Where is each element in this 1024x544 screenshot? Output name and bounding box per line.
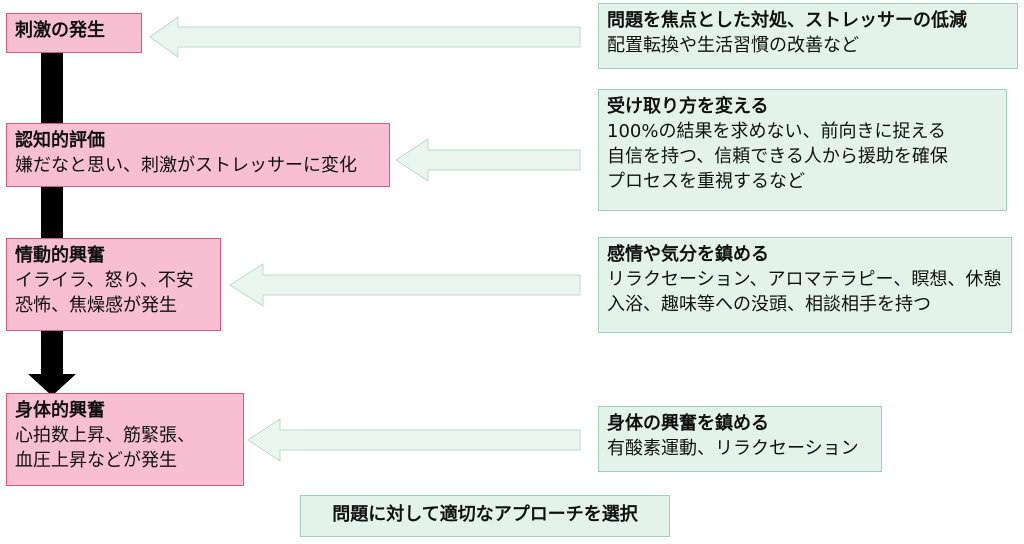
stage-stimulus: 刺激の発生 — [6, 13, 142, 53]
flow-arrow-head — [28, 374, 76, 396]
approach-desc-line: 自信を持つ、信頼できる人から援助を確保 — [607, 146, 948, 167]
approach-desc-line: プロセスを重視するなど — [607, 171, 805, 192]
approach-desc-line: 100%の結果を求めない、前向きに捉える — [607, 121, 946, 142]
approach-desc-line: 配置転換や生活習慣の改善など — [607, 35, 859, 56]
approach-problem-focused: 問題を焦点とした対処、ストレッサーの低減 配置転換や生活習慣の改善など — [598, 3, 1018, 69]
stage-desc-line: 血圧上昇などが発生 — [15, 450, 177, 471]
approach-calm-body: 身体の興奮を鎮める 有酸素運動、リラクセーション — [598, 406, 882, 472]
approach-title: 身体の興奮を鎮める — [607, 413, 769, 434]
stage-title: 身体的興奮 — [15, 400, 105, 421]
stage-desc-line: 恐怖、焦燥感が発生 — [15, 295, 177, 316]
stage-cognitive-appraisal: 認知的評価 嫌だなと思い、刺激がストレッサーに変化 — [6, 123, 390, 187]
approach-arrow-2 — [395, 138, 581, 182]
approach-arrow-4 — [247, 418, 581, 462]
stage-title: 刺激の発生 — [15, 20, 105, 41]
stage-desc-line: 心拍数上昇、筋緊張、 — [15, 425, 195, 446]
approach-calm-emotions: 感情や気分を鎮める リラクセーション、アロマテラピー、瞑想、休憩 入浴、趣味等へ… — [598, 237, 1012, 333]
approach-desc-line: 入浴、趣味等への没頭、相談相手を持つ — [607, 294, 931, 315]
stage-desc-line: 嫌だなと思い、刺激がストレッサーに変化 — [15, 155, 357, 176]
stage-desc-line: イライラ、怒り、不安 — [15, 270, 194, 291]
approach-desc-line: 有酸素運動、リラクセーション — [607, 438, 859, 459]
stage-emotional-arousal: 情動的興奮 イライラ、怒り、不安 恐怖、焦燥感が発生 — [6, 238, 221, 331]
stage-physical-arousal: 身体的興奮 心拍数上昇、筋緊張、 血圧上昇などが発生 — [6, 393, 244, 486]
footer-caption: 問題に対して適切なアプローチを選択 — [300, 495, 670, 537]
approach-desc-line: リラクセーション、アロマテラピー、瞑想、休憩 — [607, 269, 1002, 290]
stage-title: 認知的評価 — [15, 130, 105, 151]
stage-title: 情動的興奮 — [15, 245, 105, 266]
approach-title: 問題を焦点とした対処、ストレッサーの低減 — [607, 10, 967, 31]
approach-title: 受け取り方を変える — [607, 96, 769, 117]
approach-arrow-1 — [149, 16, 581, 58]
approach-title: 感情や気分を鎮める — [607, 244, 769, 265]
approach-arrow-3 — [229, 263, 581, 307]
approach-reframing: 受け取り方を変える 100%の結果を求めない、前向きに捉える 自信を持つ、信頼で… — [598, 89, 1007, 211]
